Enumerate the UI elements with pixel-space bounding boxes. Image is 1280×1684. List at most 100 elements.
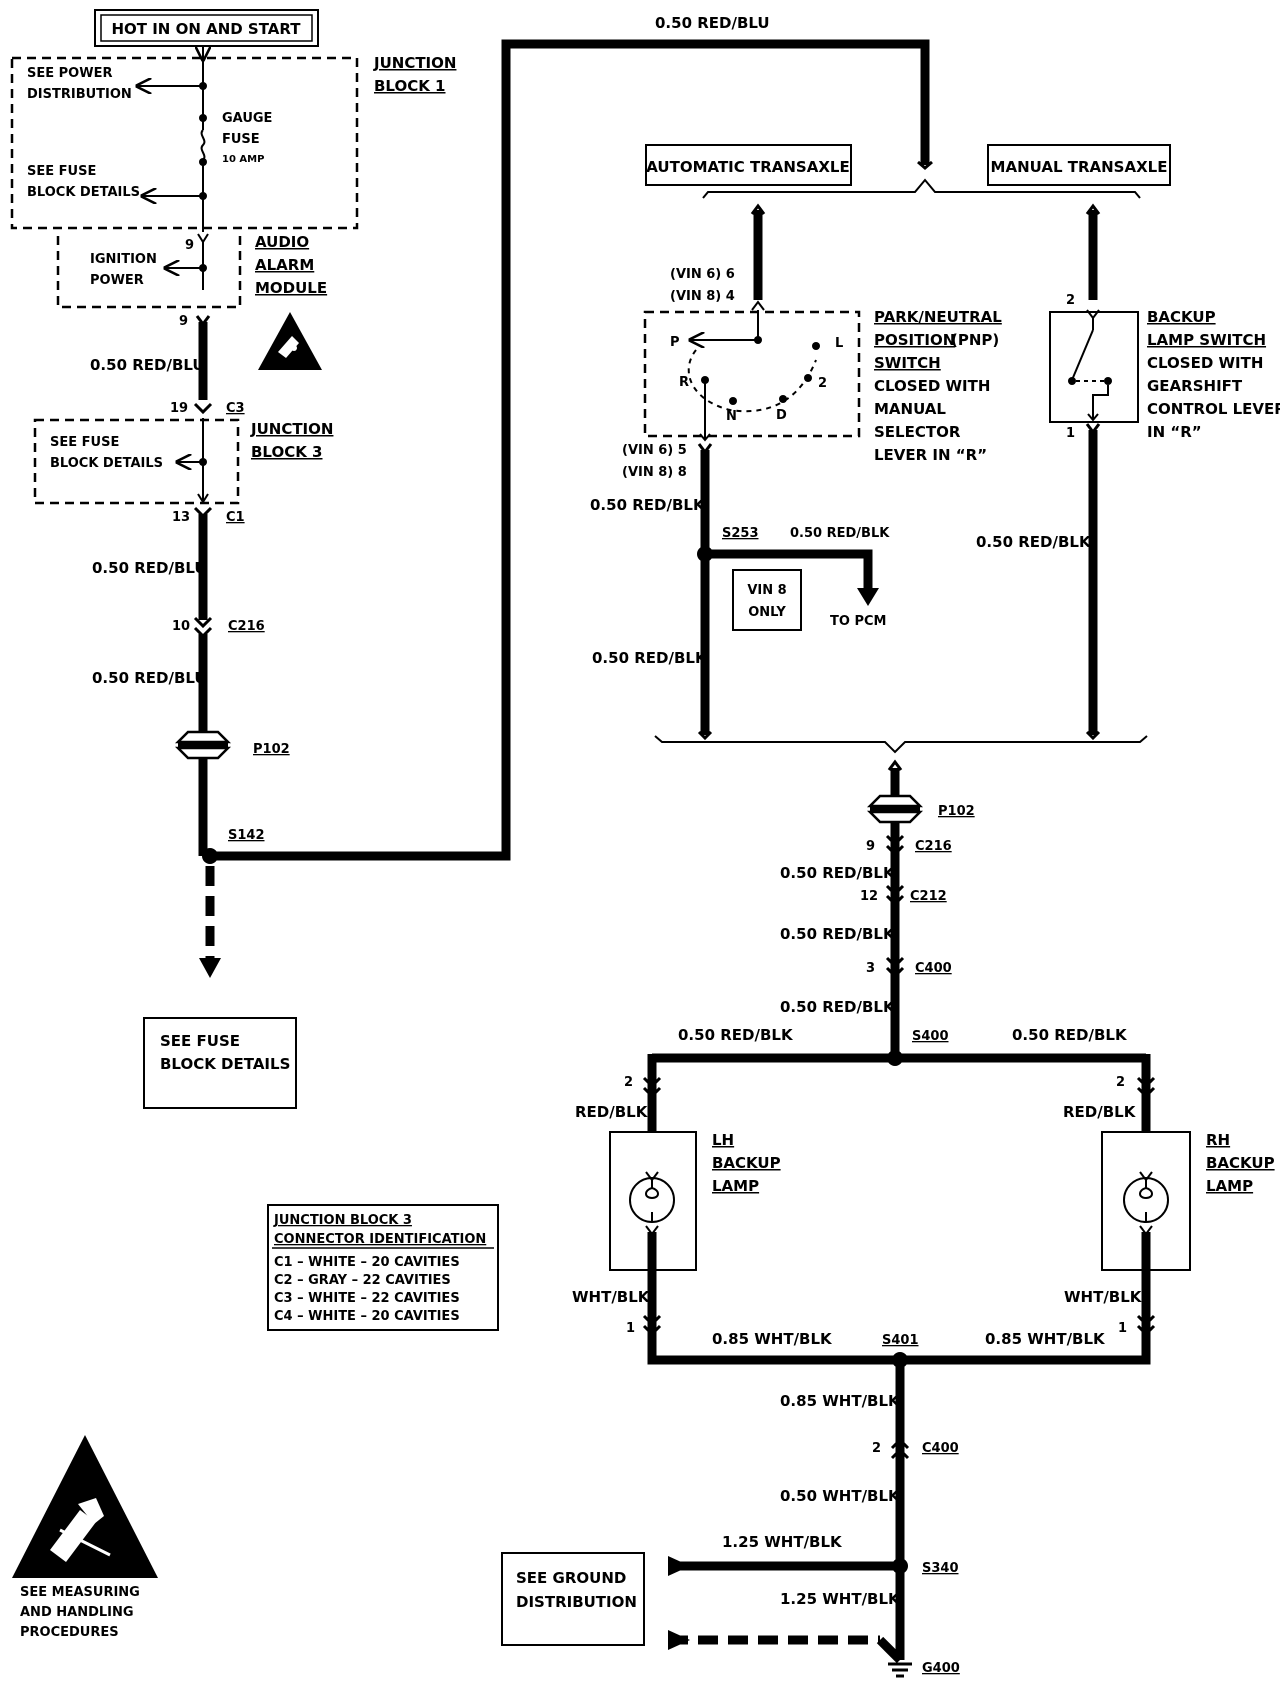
hot-in-label-box: HOT IN ON AND START: [94, 9, 319, 47]
jb3-ident-title-1: JUNCTION BLOCK 3: [273, 1213, 412, 1228]
backup-lamp-switch-circuit: 2 1 0.50 RED/BLK: [976, 203, 1139, 741]
c1-pin: 13: [172, 510, 190, 525]
automatic-transaxle-label: AUTOMATIC TRANSAXLE: [646, 158, 849, 176]
center-wire-2: 0.50 RED/BLK: [780, 925, 896, 943]
s340-label: S340: [922, 1561, 959, 1576]
vin8-only-1: VIN 8: [747, 583, 786, 598]
s401-right-wire: 0.85 WHT/BLK: [985, 1330, 1106, 1348]
c212-label: C212: [910, 889, 947, 904]
top-bracket: [702, 178, 1141, 199]
backup-switch-pin-top: 2: [1066, 293, 1075, 308]
pnp-vin8-bot: (VIN 8) 8: [622, 465, 687, 480]
to-pcm-label: TO PCM: [830, 614, 886, 629]
s400-left-wire: 0.50 RED/BLK: [678, 1026, 794, 1044]
center-wire-run: P102 9 C216 0.50 RED/BLK 12 C212 0.50 RE…: [780, 759, 975, 1066]
pnp-contact-2: [804, 374, 812, 382]
pnp-desc-1: CLOSED WITH: [874, 377, 990, 395]
lh-pin-top: 2: [624, 1075, 633, 1090]
p102-label-left: P102: [253, 742, 290, 757]
top-right-wire-label: 0.50 RED/BLU: [655, 14, 770, 32]
p102-grommet-left: [174, 730, 232, 760]
pnp-vin8-top: (VIN 8) 4: [670, 289, 735, 304]
left-wire-label-1: 0.50 RED/BLU: [90, 356, 205, 374]
jb3-connector-identification-table: JUNCTION BLOCK 3 CONNECTOR IDENTIFICATIO…: [267, 1204, 499, 1331]
backup-switch-desc-4: IN “R”: [1147, 423, 1202, 441]
pnp-pos-2: 2: [818, 376, 827, 391]
backup-switch-wire: 0.50 RED/BLK: [976, 533, 1092, 551]
pnp-title-2a: POSITION: [874, 331, 955, 349]
pcm-wire-label: 0.50 RED/BLK: [790, 526, 890, 541]
ground-wire-4: 1.25 WHT/BLK: [780, 1590, 901, 1608]
c216-pin-left: 10: [172, 619, 190, 634]
see-fuse-label-1: SEE FUSE: [27, 164, 96, 179]
esd-label-3: PROCEDURES: [20, 1625, 119, 1640]
pnp-pos-r: R: [679, 375, 689, 390]
backup-switch-desc-1: CLOSED WITH: [1147, 354, 1263, 372]
c400-pin-top: 3: [866, 961, 875, 976]
backup-switch-contact: [1068, 377, 1076, 385]
rh-wire-bot: WHT/BLK: [1064, 1288, 1143, 1306]
fuse-terminal-dot: [199, 158, 207, 166]
rh-pin-top: 2: [1116, 1075, 1125, 1090]
c3-label: C3: [226, 401, 245, 416]
audio-alarm-title-2: ALARM: [255, 256, 314, 274]
c400-pin-bot: 2: [872, 1441, 881, 1456]
fuse-terminal-dot: [199, 114, 207, 122]
automatic-transaxle-box: AUTOMATIC TRANSAXLE: [645, 144, 852, 186]
s142-to-transaxle-wire: [210, 39, 930, 861]
hot-in-label: HOT IN ON AND START: [111, 20, 301, 38]
esd-warning-icon: [258, 312, 322, 370]
jb3-ident-row: C4 – WHITE – 20 CAVITIES: [274, 1309, 460, 1324]
audio-alarm-pin-in: 9: [185, 238, 194, 253]
c3-pin: 19: [170, 401, 188, 416]
pnp-desc-4: LEVER IN “R”: [874, 446, 987, 464]
esd-label-2: AND HANDLING: [20, 1605, 134, 1620]
junction-block-1: JUNCTION BLOCK 1 SEE POWER DISTRIBUTION …: [10, 54, 456, 230]
center-wire-3: 0.50 RED/BLK: [780, 998, 896, 1016]
c1-label: C1: [226, 510, 245, 525]
esd-measuring-handling-icon: SEE MEASURING AND HANDLING PROCEDURES: [12, 1435, 158, 1640]
see-power-label-2: DISTRIBUTION: [27, 87, 132, 102]
pnp-contact-l: [812, 342, 820, 350]
center-wire-1: 0.50 RED/BLK: [780, 864, 896, 882]
rh-pin-bot: 1: [1118, 1321, 1127, 1336]
ground-wire-run: 0.85 WHT/BLK 2 C400 0.50 WHT/BLK 1.25 WH…: [668, 1360, 960, 1678]
rh-wire-top: RED/BLK: [1063, 1103, 1137, 1121]
s400-right-wire: 0.50 RED/BLK: [1012, 1026, 1128, 1044]
ignition-power-label-2: POWER: [90, 273, 144, 288]
junction-block-1-title-2: BLOCK 1: [374, 77, 446, 95]
g400-label: G400: [922, 1661, 960, 1676]
backup-switch-pin-bot: 1: [1066, 426, 1075, 441]
pnp-title-3: SWITCH: [874, 354, 941, 372]
bottom-bracket: [654, 735, 1148, 754]
rh-title-3: LAMP: [1206, 1177, 1253, 1195]
left-wire-label-3: 0.50 RED/BLU: [92, 669, 207, 687]
manual-transaxle-box: MANUAL TRANSAXLE: [987, 144, 1171, 186]
s340-splice-dot: [892, 1558, 908, 1574]
see-ground-distribution-box: SEE GROUND DISTRIBUTION: [501, 1552, 645, 1646]
pnp-desc-3: SELECTOR: [874, 423, 961, 441]
backup-switch-labels: BACKUP LAMP SWITCH CLOSED WITH GEARSHIFT…: [1147, 308, 1280, 441]
see-ground-label-1: SEE GROUND: [516, 1569, 626, 1587]
jb3-ident-row: C3 – WHITE – 22 CAVITIES: [274, 1291, 460, 1306]
down-arrow: [199, 958, 221, 978]
jb3-ident-row: C1 – WHITE – 20 CAVITIES: [274, 1255, 460, 1270]
p102-grommet-center: [866, 794, 924, 824]
lh-title-2: BACKUP: [712, 1154, 781, 1172]
vin8-only-box: [732, 569, 802, 631]
backup-switch-desc-3: CONTROL LEVER: [1147, 400, 1280, 418]
ground-wire-2: 0.50 WHT/BLK: [780, 1487, 901, 1505]
s401-left-wire: 0.85 WHT/BLK: [712, 1330, 833, 1348]
esd-label-1: SEE MEASURING: [20, 1585, 140, 1600]
c400-label-bot: C400: [922, 1441, 959, 1456]
s401-label: S401: [882, 1333, 919, 1348]
junction-block-3-title-1: JUNCTION: [250, 420, 333, 438]
s400-label: S400: [912, 1029, 949, 1044]
see-fuse-block-details-box: SEE FUSE BLOCK DETAILS: [143, 1017, 297, 1109]
gauge-fuse-rating: 10 AMP: [222, 154, 264, 165]
g400-ground-symbol: [888, 1662, 912, 1678]
junction-block-3: JUNCTION BLOCK 3 SEE FUSE BLOCK DETAILS: [33, 418, 333, 505]
pnp-pos-n: N: [726, 409, 737, 424]
pnp-pos-l: L: [835, 336, 843, 351]
rh-backup-lamp: 2 RED/BLK WHT/BLK 1 RH BACKUP LAMP: [1063, 1054, 1275, 1346]
